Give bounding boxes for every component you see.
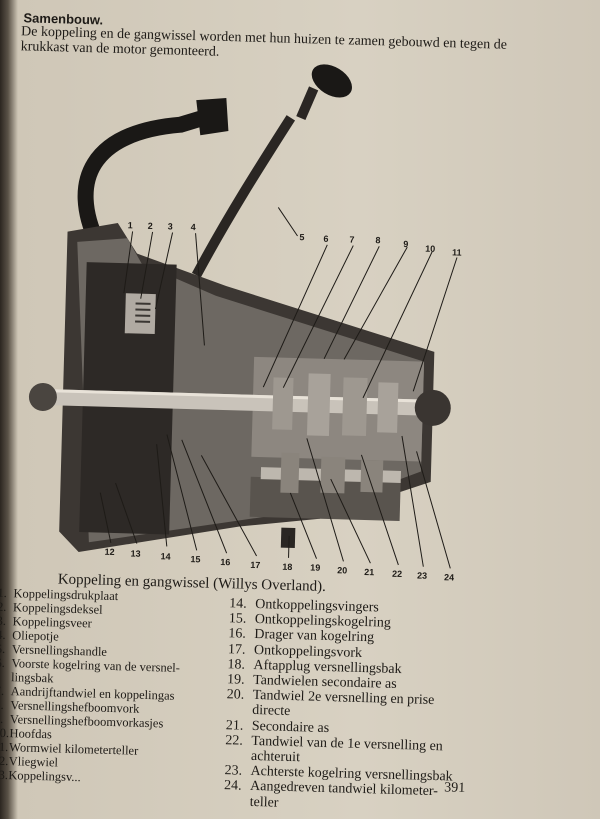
callout-10: 10 xyxy=(425,244,435,254)
callout-19: 19 xyxy=(310,562,320,572)
callout-11: 11 xyxy=(452,247,462,257)
callout-12: 12 xyxy=(104,547,114,557)
legend-left-column: 1.Koppelingsdrukplaat 2.Koppelingsdeksel… xyxy=(0,586,218,788)
callout-9: 9 xyxy=(403,239,408,249)
callout-3: 3 xyxy=(168,221,173,231)
callout-7: 7 xyxy=(349,234,354,244)
callout-5: 5 xyxy=(299,232,304,242)
clutch-gearbox-cutaway: 1 2 3 4 5 6 7 8 9 10 11 12 13 14 15 16 1… xyxy=(28,64,462,583)
callout-13: 13 xyxy=(130,548,140,558)
gearbox-illustration: 1 2 3 4 5 6 7 8 9 10 11 12 13 14 15 16 1… xyxy=(18,51,493,594)
callout-23: 23 xyxy=(417,570,427,580)
callout-2: 2 xyxy=(148,221,153,231)
callout-22: 22 xyxy=(392,569,402,579)
callout-16: 16 xyxy=(220,557,230,567)
callout-17: 17 xyxy=(250,560,260,570)
callout-21: 21 xyxy=(364,567,374,577)
callout-24: 24 xyxy=(444,572,454,582)
page-number: 391 xyxy=(443,780,466,796)
callout-6: 6 xyxy=(323,234,328,244)
callout-8: 8 xyxy=(375,235,380,245)
callout-4: 4 xyxy=(191,222,196,232)
callout-18: 18 xyxy=(282,562,292,572)
callout-14: 14 xyxy=(160,551,170,561)
callout-20: 20 xyxy=(337,565,347,575)
callout-15: 15 xyxy=(190,554,200,564)
callout-1: 1 xyxy=(128,220,133,230)
